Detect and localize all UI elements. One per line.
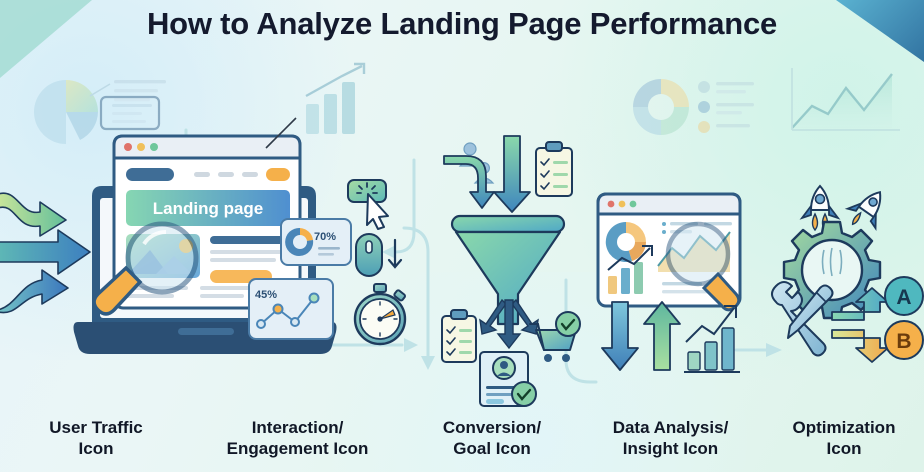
bar-chart-trend-icon — [607, 245, 653, 294]
variant-b-badge — [884, 320, 924, 360]
bar-chart-trend-icon — [684, 305, 740, 373]
screwdriver-icon — [787, 284, 834, 339]
arrow-down-icon — [387, 238, 403, 269]
step-label-line-2: Insight Icon — [622, 438, 719, 458]
ab-split-arrows-icon — [831, 287, 889, 363]
stopwatch-icon — [348, 282, 412, 346]
arrow-down-icon — [601, 301, 639, 371]
profile-form-check-icon — [479, 351, 537, 407]
arrow-down-icon — [493, 135, 531, 213]
step-label-data-analysis: Data Analysis/ Insight Icon — [578, 418, 763, 459]
step-label-line-2: Engagement Icon — [226, 438, 369, 458]
funnel-icon — [450, 214, 566, 326]
analytics-dashboard-icon — [596, 192, 742, 312]
rocket-icon — [844, 190, 882, 231]
variant-b-label: B — [896, 330, 911, 353]
wavy-arrows-icon — [0, 186, 98, 318]
step-label-user-traffic: User Traffic Icon — [6, 418, 186, 459]
page-title: How to Analyze Landing Page Performance — [146, 6, 778, 41]
arrow-up-icon — [643, 301, 681, 371]
click-target-icon — [346, 178, 402, 230]
step-label-interaction: Interaction/ Engagement Icon — [190, 418, 405, 459]
variant-a-badge — [884, 276, 924, 316]
line-metric-card: 45% — [248, 278, 334, 340]
browser-window-icon-deco — [99, 95, 161, 131]
arrow-curve-in-icon — [443, 155, 495, 209]
trend-arrows-group — [601, 300, 744, 380]
donut-metric-card: 70% — [280, 218, 352, 266]
donut-legend-icon — [628, 74, 758, 144]
funnel-illustration — [442, 135, 574, 406]
magnifying-glass-icon — [665, 221, 741, 312]
step-label-line-1: Interaction/ — [251, 418, 344, 437]
step-label-line-1: Conversion/ — [442, 418, 542, 437]
step-label-optimization: Optimization Icon — [768, 418, 920, 459]
area-chart-icon — [782, 62, 908, 142]
line-chart-icon — [260, 297, 315, 325]
line-card-value: 45% — [255, 289, 277, 301]
landing-page-banner-text: Landing page — [153, 199, 264, 218]
donut-chart-icon — [285, 227, 314, 256]
magnifying-glass-icon — [92, 221, 199, 316]
bar-chart-icon-deco — [300, 62, 380, 138]
shopping-cart-check-icon — [529, 311, 581, 362]
step-label-line-1: User Traffic — [49, 418, 143, 437]
optimization-illustration: A B — [768, 184, 924, 364]
step-label-line-2: Icon — [826, 438, 862, 458]
step-label-line-2: Goal Icon — [453, 438, 531, 458]
donut-card-value: 70% — [314, 231, 336, 243]
variant-a-label: A — [896, 286, 911, 309]
donut-chart-icon — [605, 221, 646, 262]
gear-icon — [782, 220, 882, 320]
funnel-outputs — [440, 298, 581, 408]
pie-chart-icon — [18, 66, 168, 152]
cursor-arrow-icon — [366, 193, 389, 230]
clipboard-checklist-icon — [441, 309, 477, 363]
computer-mouse-icon — [352, 232, 406, 280]
step-label-line-1: Optimization — [792, 418, 896, 437]
step-label-line-2: Icon — [78, 438, 114, 458]
step-label-conversion: Conversion/ Goal Icon — [412, 418, 572, 459]
step-label-line-1: Data Analysis/ — [612, 418, 729, 437]
clipboard-checklist-icon — [535, 141, 573, 197]
